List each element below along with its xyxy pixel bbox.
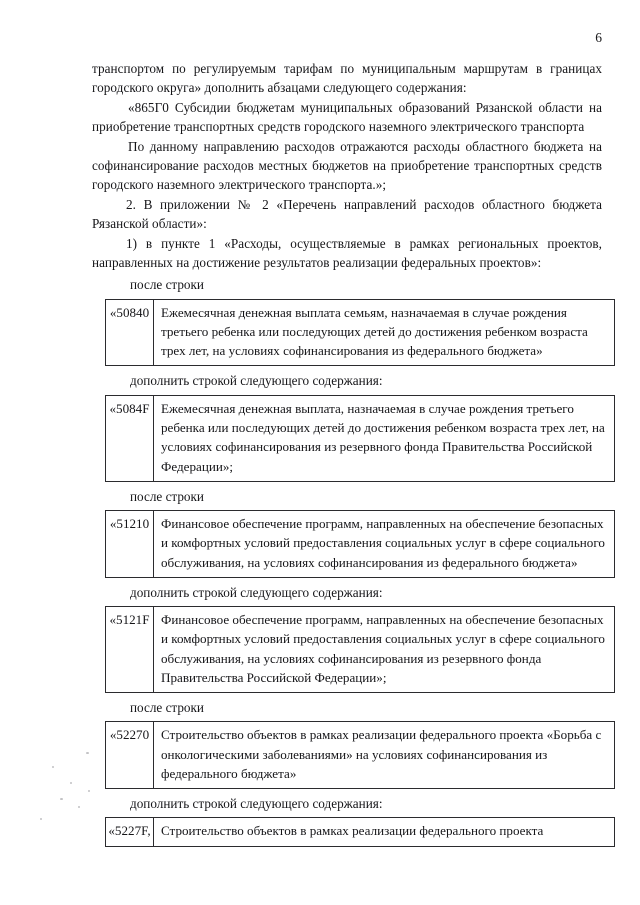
code-table-52270: «52270 Строительство объектов в рамках р… <box>105 721 615 789</box>
code-cell: «50840 <box>105 298 154 367</box>
paragraph-3: По данному направлению расходов отражают… <box>92 138 602 193</box>
caption-after-line-2: после строки <box>130 488 204 504</box>
table-row: «50840 Ежемесячная денежная выплата семь… <box>105 298 615 367</box>
table-row: «5227F, Строительство объектов в рамках … <box>105 817 615 847</box>
description-cell: Ежемесячная денежная выплата, назначаема… <box>153 394 615 482</box>
description-cell: Строительство объектов в рамках реализац… <box>153 817 615 847</box>
caption-add-line-3: дополнить строкой следующего содержания: <box>130 795 383 811</box>
scan-speckle <box>52 766 54 768</box>
document-body: транспортом по регулируемым тарифам по м… <box>92 59 615 847</box>
code-cell: «5227F, <box>105 817 154 847</box>
code-table-5227F: «5227F, Строительство объектов в рамках … <box>105 817 615 847</box>
scan-speckle <box>40 818 42 820</box>
code-table-5084F: «5084F Ежемесячная денежная выплата, наз… <box>105 394 615 482</box>
table-row: «5121F Финансовое обеспечение программ, … <box>105 606 615 693</box>
code-cell: «52270 <box>105 721 154 789</box>
code-table-5121F: «5121F Финансовое обеспечение программ, … <box>105 606 615 693</box>
scan-speckle <box>70 782 72 784</box>
code-cell: «51210 <box>105 510 154 578</box>
paragraph-1: транспортом по регулируемым тарифам по м… <box>92 61 602 96</box>
caption-add-line-2: дополнить строкой следующего содержания: <box>130 584 383 600</box>
scan-speckle <box>88 790 90 792</box>
page-number: 6 <box>595 30 602 45</box>
code-cell: «5084F <box>105 394 154 482</box>
paragraph-4: 2. В приложении № 2 «Перечень направлени… <box>92 196 602 232</box>
description-cell: Финансовое обеспечение программ, направл… <box>153 606 615 693</box>
code-table-50840: «50840 Ежемесячная денежная выплата семь… <box>105 298 615 367</box>
code-cell: «5121F <box>105 606 154 693</box>
caption-after-line-3: после строки <box>130 699 204 715</box>
description-cell: Строительство объектов в рамках реализац… <box>153 721 615 789</box>
caption-after-line-1: после строки <box>130 277 204 293</box>
description-cell: Ежемесячная денежная выплата семьям, наз… <box>153 298 615 367</box>
scan-speckle <box>78 806 80 808</box>
caption-add-line-1: дополнить строкой следующего содержания: <box>130 373 383 389</box>
scan-speckle <box>60 798 63 800</box>
table-row: «51210 Финансовое обеспечение программ, … <box>105 510 615 578</box>
paragraph-2: «865Г0 Субсидии бюджетам муниципальных о… <box>92 99 602 135</box>
code-table-51210: «51210 Финансовое обеспечение программ, … <box>105 510 615 578</box>
paragraph-5: 1) в пункте 1 «Расходы, осуществляемые в… <box>92 235 602 271</box>
table-row: «5084F Ежемесячная денежная выплата, наз… <box>105 394 615 482</box>
table-row: «52270 Строительство объектов в рамках р… <box>105 721 615 789</box>
scan-speckle <box>86 752 89 754</box>
description-cell: Финансовое обеспечение программ, направл… <box>153 510 615 578</box>
